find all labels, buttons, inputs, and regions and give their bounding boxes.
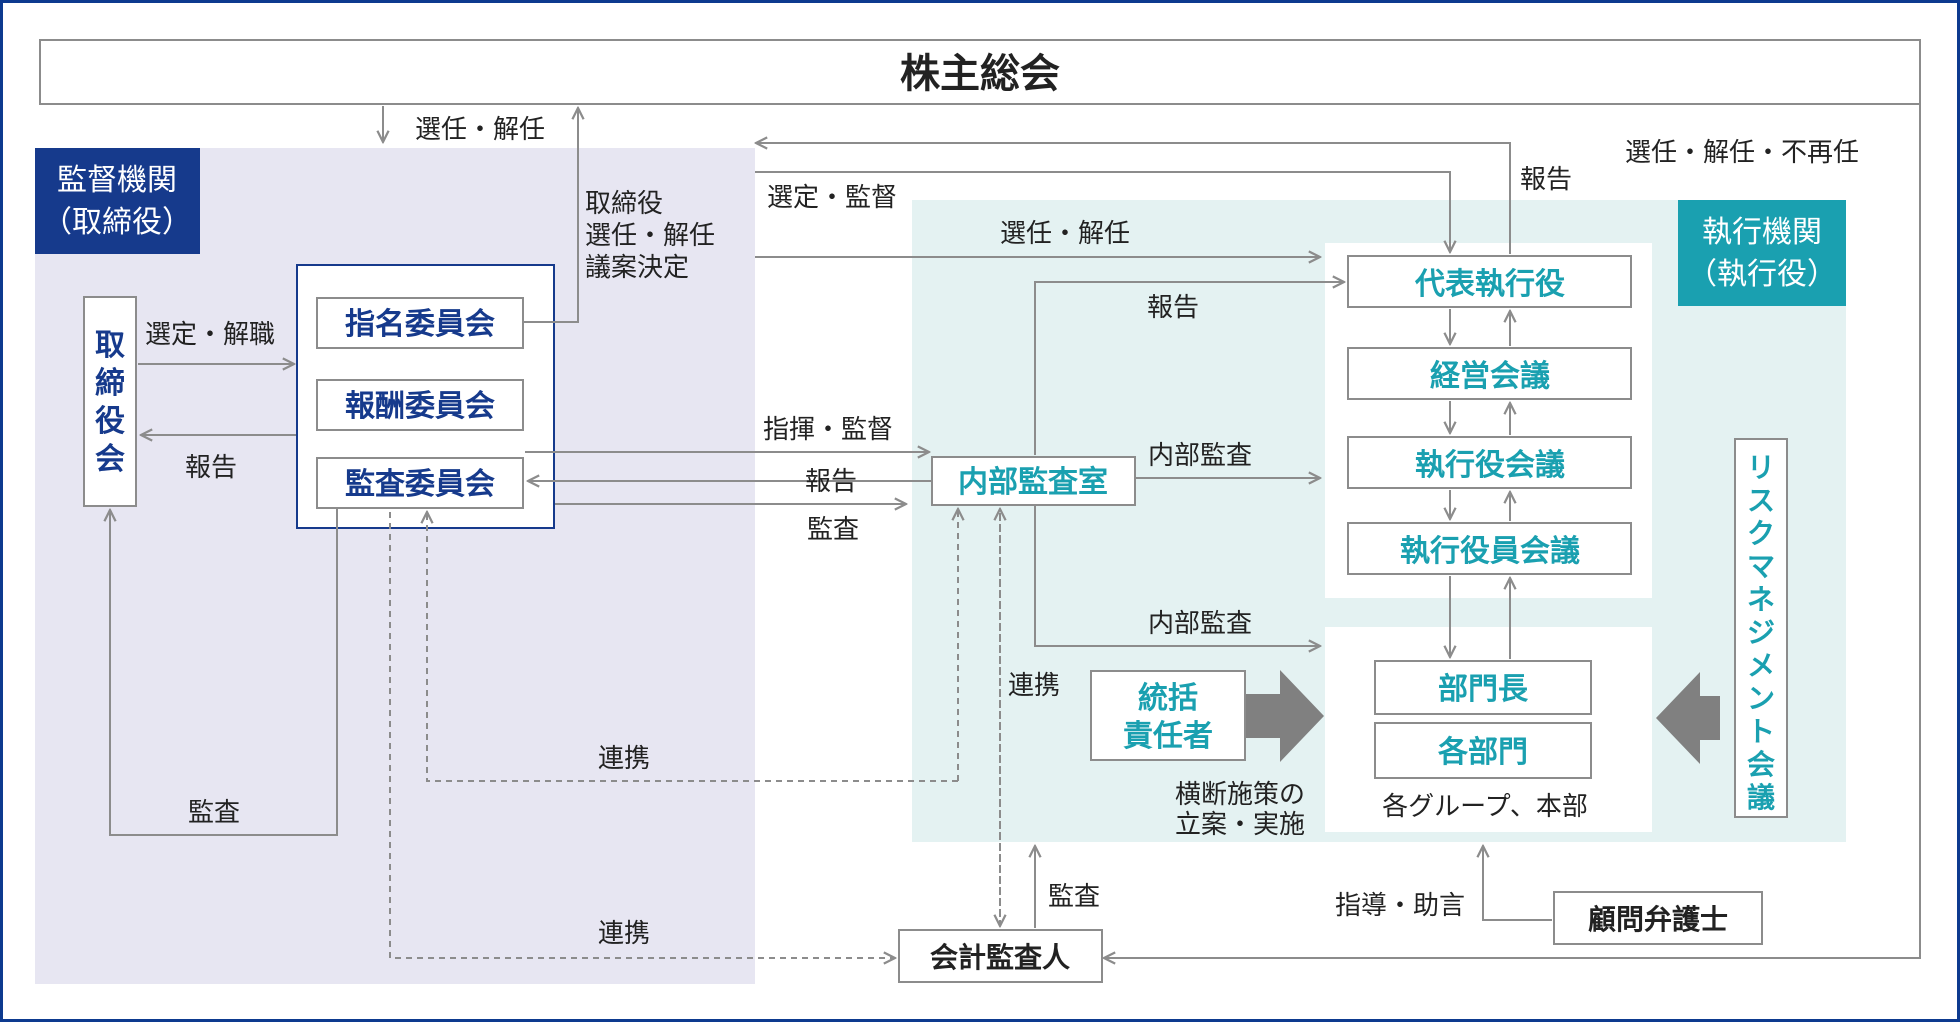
arrow-shareholders-to-accounting-auditor xyxy=(1104,104,1921,958)
arrow-legal-counsel-guidance xyxy=(1483,846,1552,921)
internal-audit-office-label: 内部監査室 xyxy=(958,465,1108,500)
label-elect-dismiss-exec: 選任・解任 xyxy=(1000,219,1130,249)
general-manager-box xyxy=(1090,670,1246,761)
label-audit-accounting: 監査 xyxy=(1048,882,1100,912)
risk-char: ス xyxy=(1747,484,1775,517)
management-meeting-label: 経営会議 xyxy=(1430,359,1550,394)
arrow-select-supervise-ceo xyxy=(755,171,1450,252)
risk-char: ト xyxy=(1747,715,1775,748)
label-report-internal: 報告 xyxy=(805,467,857,497)
arrow-nomination-to-shareholders xyxy=(524,108,578,323)
label-elect-dismiss-nonreappoint: 選任・解任・不再任 xyxy=(1625,138,1859,168)
nomination-committee-label: 指名委員会 xyxy=(345,307,495,342)
general-manager-thick-arrow-icon xyxy=(1246,670,1324,762)
label-coordination-bottom: 連携 xyxy=(598,919,650,949)
label-director-line1: 取締役 xyxy=(585,189,663,219)
risk-char: リ xyxy=(1747,451,1775,484)
label-coordination-middle: 連携 xyxy=(598,744,650,774)
label-report-board: 報告 xyxy=(185,453,237,483)
dashed-audit-committee-to-auditor xyxy=(389,512,895,958)
label-select-supervise: 選定・監督 xyxy=(767,183,897,213)
accounting-auditor-label: 会計監査人 xyxy=(930,941,1070,974)
risk-thick-arrow-icon xyxy=(1656,672,1720,764)
risk-char: マ xyxy=(1747,550,1775,583)
label-coordination-internal: 連携 xyxy=(1008,671,1060,701)
audit-committee-box xyxy=(316,457,524,509)
dept-head-label: 部門長 xyxy=(1438,672,1529,707)
dept-head-box xyxy=(1374,660,1592,715)
supervisory-badge-line1: 監督機関 xyxy=(57,163,177,198)
accounting-auditor-box xyxy=(898,929,1103,983)
internal-audit-office-box xyxy=(931,456,1136,506)
label-director-line2: 選任・解任 xyxy=(585,221,715,251)
compensation-committee-label: 報酬委員会 xyxy=(345,389,495,424)
nomination-committee-box xyxy=(316,297,524,349)
label-report-ceo-internal: 報告 xyxy=(1147,293,1199,323)
exec-members-meeting-label: 執行役員会議 xyxy=(1400,534,1580,569)
legal-counsel-label: 顧問弁護士 xyxy=(1588,903,1728,936)
risk-management-label: リ ス ク マ ネ ジ メ ン ト 会 議 xyxy=(1747,451,1775,814)
edge-labels: 選任・解任 取締役 選任・解任 議案決定 選定・解職 報告 監査 選定・監督 選… xyxy=(145,115,1859,949)
arrow-audit-committee-to-board xyxy=(110,509,338,836)
general-manager-line2: 責任者 xyxy=(1123,719,1213,754)
label-command-supervise: 指揮・監督 xyxy=(763,415,893,445)
board-char: 締 xyxy=(95,366,125,401)
executive-badge-line2: （執行役） xyxy=(1687,257,1837,292)
board-char: 取 xyxy=(95,328,125,363)
label-elect-dismiss-top: 選任・解任 xyxy=(415,115,545,145)
groups-note: 各グループ、本部 xyxy=(1382,792,1588,822)
board-char: 会 xyxy=(95,442,125,477)
departments-box xyxy=(1374,722,1592,779)
ceo-box xyxy=(1347,255,1632,308)
label-audit-board: 監査 xyxy=(188,798,240,828)
shareholders-meeting-box xyxy=(39,39,1921,105)
board-of-directors-label: 取 締 役 会 xyxy=(95,328,125,477)
label-internal-audit-meetings: 内部監査 xyxy=(1148,441,1252,471)
exec-members-meeting-box xyxy=(1347,522,1632,575)
dashed-auditor-to-audit-committee xyxy=(427,512,958,782)
exec-officers-meeting-box xyxy=(1347,436,1632,489)
connectors xyxy=(110,104,1921,958)
compensation-committee-box xyxy=(316,379,524,431)
executive-badge xyxy=(1678,200,1846,306)
exec-officers-meeting-label: 執行役会議 xyxy=(1415,448,1565,483)
executive-badge-line1: 執行機関 xyxy=(1702,215,1822,250)
legal-counsel-box xyxy=(1553,891,1763,945)
arrow-ceo-report-to-supervisory xyxy=(756,143,1511,254)
risk-management-box xyxy=(1734,438,1788,818)
cross-note-line1: 横断施策の xyxy=(1175,780,1305,810)
risk-char: 議 xyxy=(1747,781,1775,814)
label-report-ceo-top: 報告 xyxy=(1520,165,1572,195)
arrow-internal-audit-report-to-ceo xyxy=(1034,282,1344,455)
shareholders-meeting-title: 株主総会 xyxy=(900,51,1060,97)
general-manager-line1: 統括 xyxy=(1138,681,1198,716)
board-of-directors-box xyxy=(83,296,137,507)
supervisory-badge xyxy=(35,148,200,254)
label-director-line3: 議案決定 xyxy=(585,253,689,283)
cross-note-line2: 立案・実施 xyxy=(1175,810,1305,840)
risk-char: 会 xyxy=(1747,748,1775,781)
ceo-label: 代表執行役 xyxy=(1414,267,1565,302)
label-guidance-advice: 指導・助言 xyxy=(1335,891,1465,921)
risk-char: ジ xyxy=(1747,616,1775,649)
risk-char: ン xyxy=(1747,682,1775,715)
supervisory-badge-line2: （取締役） xyxy=(42,205,192,240)
audit-committee-label: 監査委員会 xyxy=(345,467,495,502)
management-meeting-box xyxy=(1347,347,1632,400)
board-char: 役 xyxy=(95,404,125,439)
risk-char: ク xyxy=(1747,517,1775,550)
arrow-internal-audit-to-departments xyxy=(1034,506,1320,646)
label-audit-internal: 監査 xyxy=(807,515,859,545)
departments-label: 各部門 xyxy=(1437,735,1528,770)
label-select-remove: 選定・解職 xyxy=(145,320,275,350)
label-internal-audit-departments: 内部監査 xyxy=(1148,609,1252,639)
risk-char: ネ xyxy=(1747,583,1775,616)
risk-char: メ xyxy=(1747,649,1775,682)
